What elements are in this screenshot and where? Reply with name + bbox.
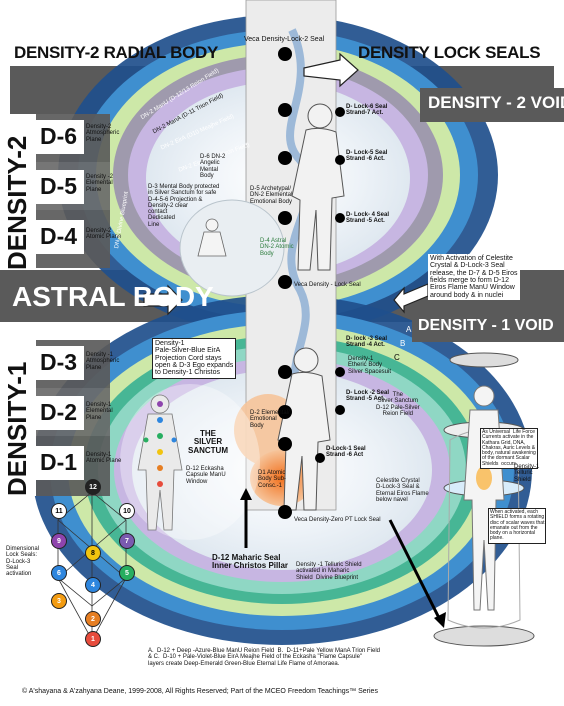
note-etheric: Density-1 Etheric Body Silver Spacesuit <box>348 356 392 375</box>
note-angelic: D-6 DN-2 Angelic Mental Body <box>200 154 226 179</box>
ring-letter-b: B <box>400 339 405 348</box>
kathara-node-6: 6 <box>51 565 67 581</box>
kathara-node-10: 10 <box>119 503 135 519</box>
astral-label: ASTRAL BODY <box>12 281 214 312</box>
veca-lock-label: Veca Density - Lock Seal <box>294 282 361 288</box>
chakra-dots <box>143 401 177 487</box>
kathara-node-3: 3 <box>51 593 67 609</box>
note-emotional: D-2 Elemental/ Emotional Body <box>250 410 290 429</box>
note-sanctum-reion: The Silver Sanctum D-12 Pale-Silver Reio… <box>376 392 420 417</box>
d2-vertical-panel <box>0 114 36 270</box>
ring-letter-a: A <box>406 325 412 334</box>
note-dimensional: Dimensional Lock Seals: D-Lock-3 Seal ac… <box>6 546 40 578</box>
d1-vertical-panel <box>0 340 36 496</box>
seal-lock3: D- lock -3 Seal Strand -4 Act. <box>346 336 388 349</box>
seal-lock5: D- Lock-5 Seal Strand -6 Act. <box>346 150 388 163</box>
note-projection: Density-1 Pale-Silver-Blue EirA Projecti… <box>152 338 237 379</box>
row-label-d4: D-4 <box>40 223 78 249</box>
void1-label: DENSITY - 1 VOID <box>418 317 554 334</box>
footer: © A'shayana & A'zahyana Deane, 1999-2008… <box>22 688 378 695</box>
plane-d2: Density-1 Elemental Plane <box>86 402 113 421</box>
note-celestite: With Activation of Celestite Crystal & D… <box>428 254 520 301</box>
veca-zero-label: Veca Density-Zero PT Lock Seal <box>294 517 381 523</box>
void1-bar <box>412 314 564 342</box>
plane-d6: Density-2 Atmospheric Plane <box>86 124 120 143</box>
note-shield: When activated, each SHIELD forms a rota… <box>488 508 547 544</box>
plane-d1: Density-1 Atomic Plane <box>86 452 122 465</box>
density1-vertical: DENSITY-1 <box>2 361 32 496</box>
note-telluric-shield: Density-1 Telluric Shield <box>514 464 540 483</box>
note-universal: As Universal Life Force Currents activat… <box>480 428 538 469</box>
plane-d3: Density -1 Atmospheric Plane <box>86 352 120 371</box>
ring-letter-c: C <box>394 353 400 362</box>
kathara-node-5: 5 <box>119 565 135 581</box>
disc-arrow-line <box>388 519 442 621</box>
void2-bar <box>420 88 564 122</box>
kathara-node-2: 2 <box>85 611 101 627</box>
note-astral-atomic: D-4 Astral DN-2 Atomic Body <box>260 238 294 257</box>
lower-figure <box>277 347 331 511</box>
kathara-node-11: 11 <box>51 503 67 519</box>
density2-vertical: DENSITY-2 <box>2 135 32 270</box>
kathara-node-7: 7 <box>119 533 135 549</box>
row-label-d3: D-3 <box>40 349 78 375</box>
kathara-node-12: 12 <box>85 479 101 495</box>
rowbox-d3 <box>36 346 84 380</box>
meditating-figure <box>197 218 227 257</box>
seal-lock4: D- Lock- 4 Seal Strand -5 Act. <box>346 212 390 225</box>
right-title: DENSITY LOCK SEALS <box>358 43 541 62</box>
legend: A. D-12 + Deep -Azure-Blue ManU Reion Fi… <box>148 648 381 667</box>
row-label-d5: D-5 <box>40 173 78 199</box>
top-seal-label: Veca Density-Lock-2 Seal <box>244 36 325 43</box>
rowbox-d2 <box>36 396 84 430</box>
rowbox-d6 <box>36 120 84 154</box>
note-archetypal: D-5 Archetypal/ DN-2 Elemental Emotional… <box>250 186 293 205</box>
density1-rings <box>32 295 532 645</box>
arrows <box>143 52 429 316</box>
plane-d5: Density -2 Elemental Plane <box>86 174 114 193</box>
upper-figure <box>291 103 345 271</box>
note-maharic: D-12 Maharic Seal Inner Christos Pillar <box>212 553 289 571</box>
kathara-node-9: 9 <box>51 533 67 549</box>
note-mental: D-3 Mental Body protected in Silver Sanc… <box>148 184 220 228</box>
note-celestite-crystal: Celestite Crystal D-Lock-3 Seal & Eterna… <box>376 478 429 503</box>
note-eckasha: D-12 Eckasha Capsule ManU Window <box>186 466 226 485</box>
plane-d4: Density-2 Atomic Plane <box>86 228 122 241</box>
row-label-d6: D-6 <box>40 123 78 149</box>
kathara-node-8: 8 <box>85 545 101 561</box>
seal-lock6: D- Lock-6 Seal Strand-7 Act. <box>346 104 388 117</box>
rowbox-d1 <box>36 446 84 480</box>
row-label-d1: D-1 <box>40 449 78 475</box>
note-silver-sanctum: THE SILVER SANCTUM <box>188 429 228 455</box>
void2-label: DENSITY - 2 VOID <box>428 93 564 112</box>
seal-lock1: D-Lock-1 Seal Strand -6 Act <box>326 446 366 459</box>
note-telluric: Density -1 Telluric Shield activated in … <box>296 562 362 581</box>
rowbox-d5 <box>36 170 84 204</box>
left-title: DENSITY-2 RADIAL BODY <box>14 43 219 62</box>
kathara-node-4: 4 <box>85 577 101 593</box>
seal-markers <box>278 47 345 519</box>
row-label-d2: D-2 <box>40 399 78 425</box>
rowbox-d4 <box>36 220 84 254</box>
kathara-node-1: 1 <box>85 631 101 647</box>
note-atomic: D1 Atomic Body Sub- Consc.-1 <box>258 470 287 489</box>
seal-lock2: D- Lock -2 Seal Strand -5 Act. <box>346 390 390 403</box>
